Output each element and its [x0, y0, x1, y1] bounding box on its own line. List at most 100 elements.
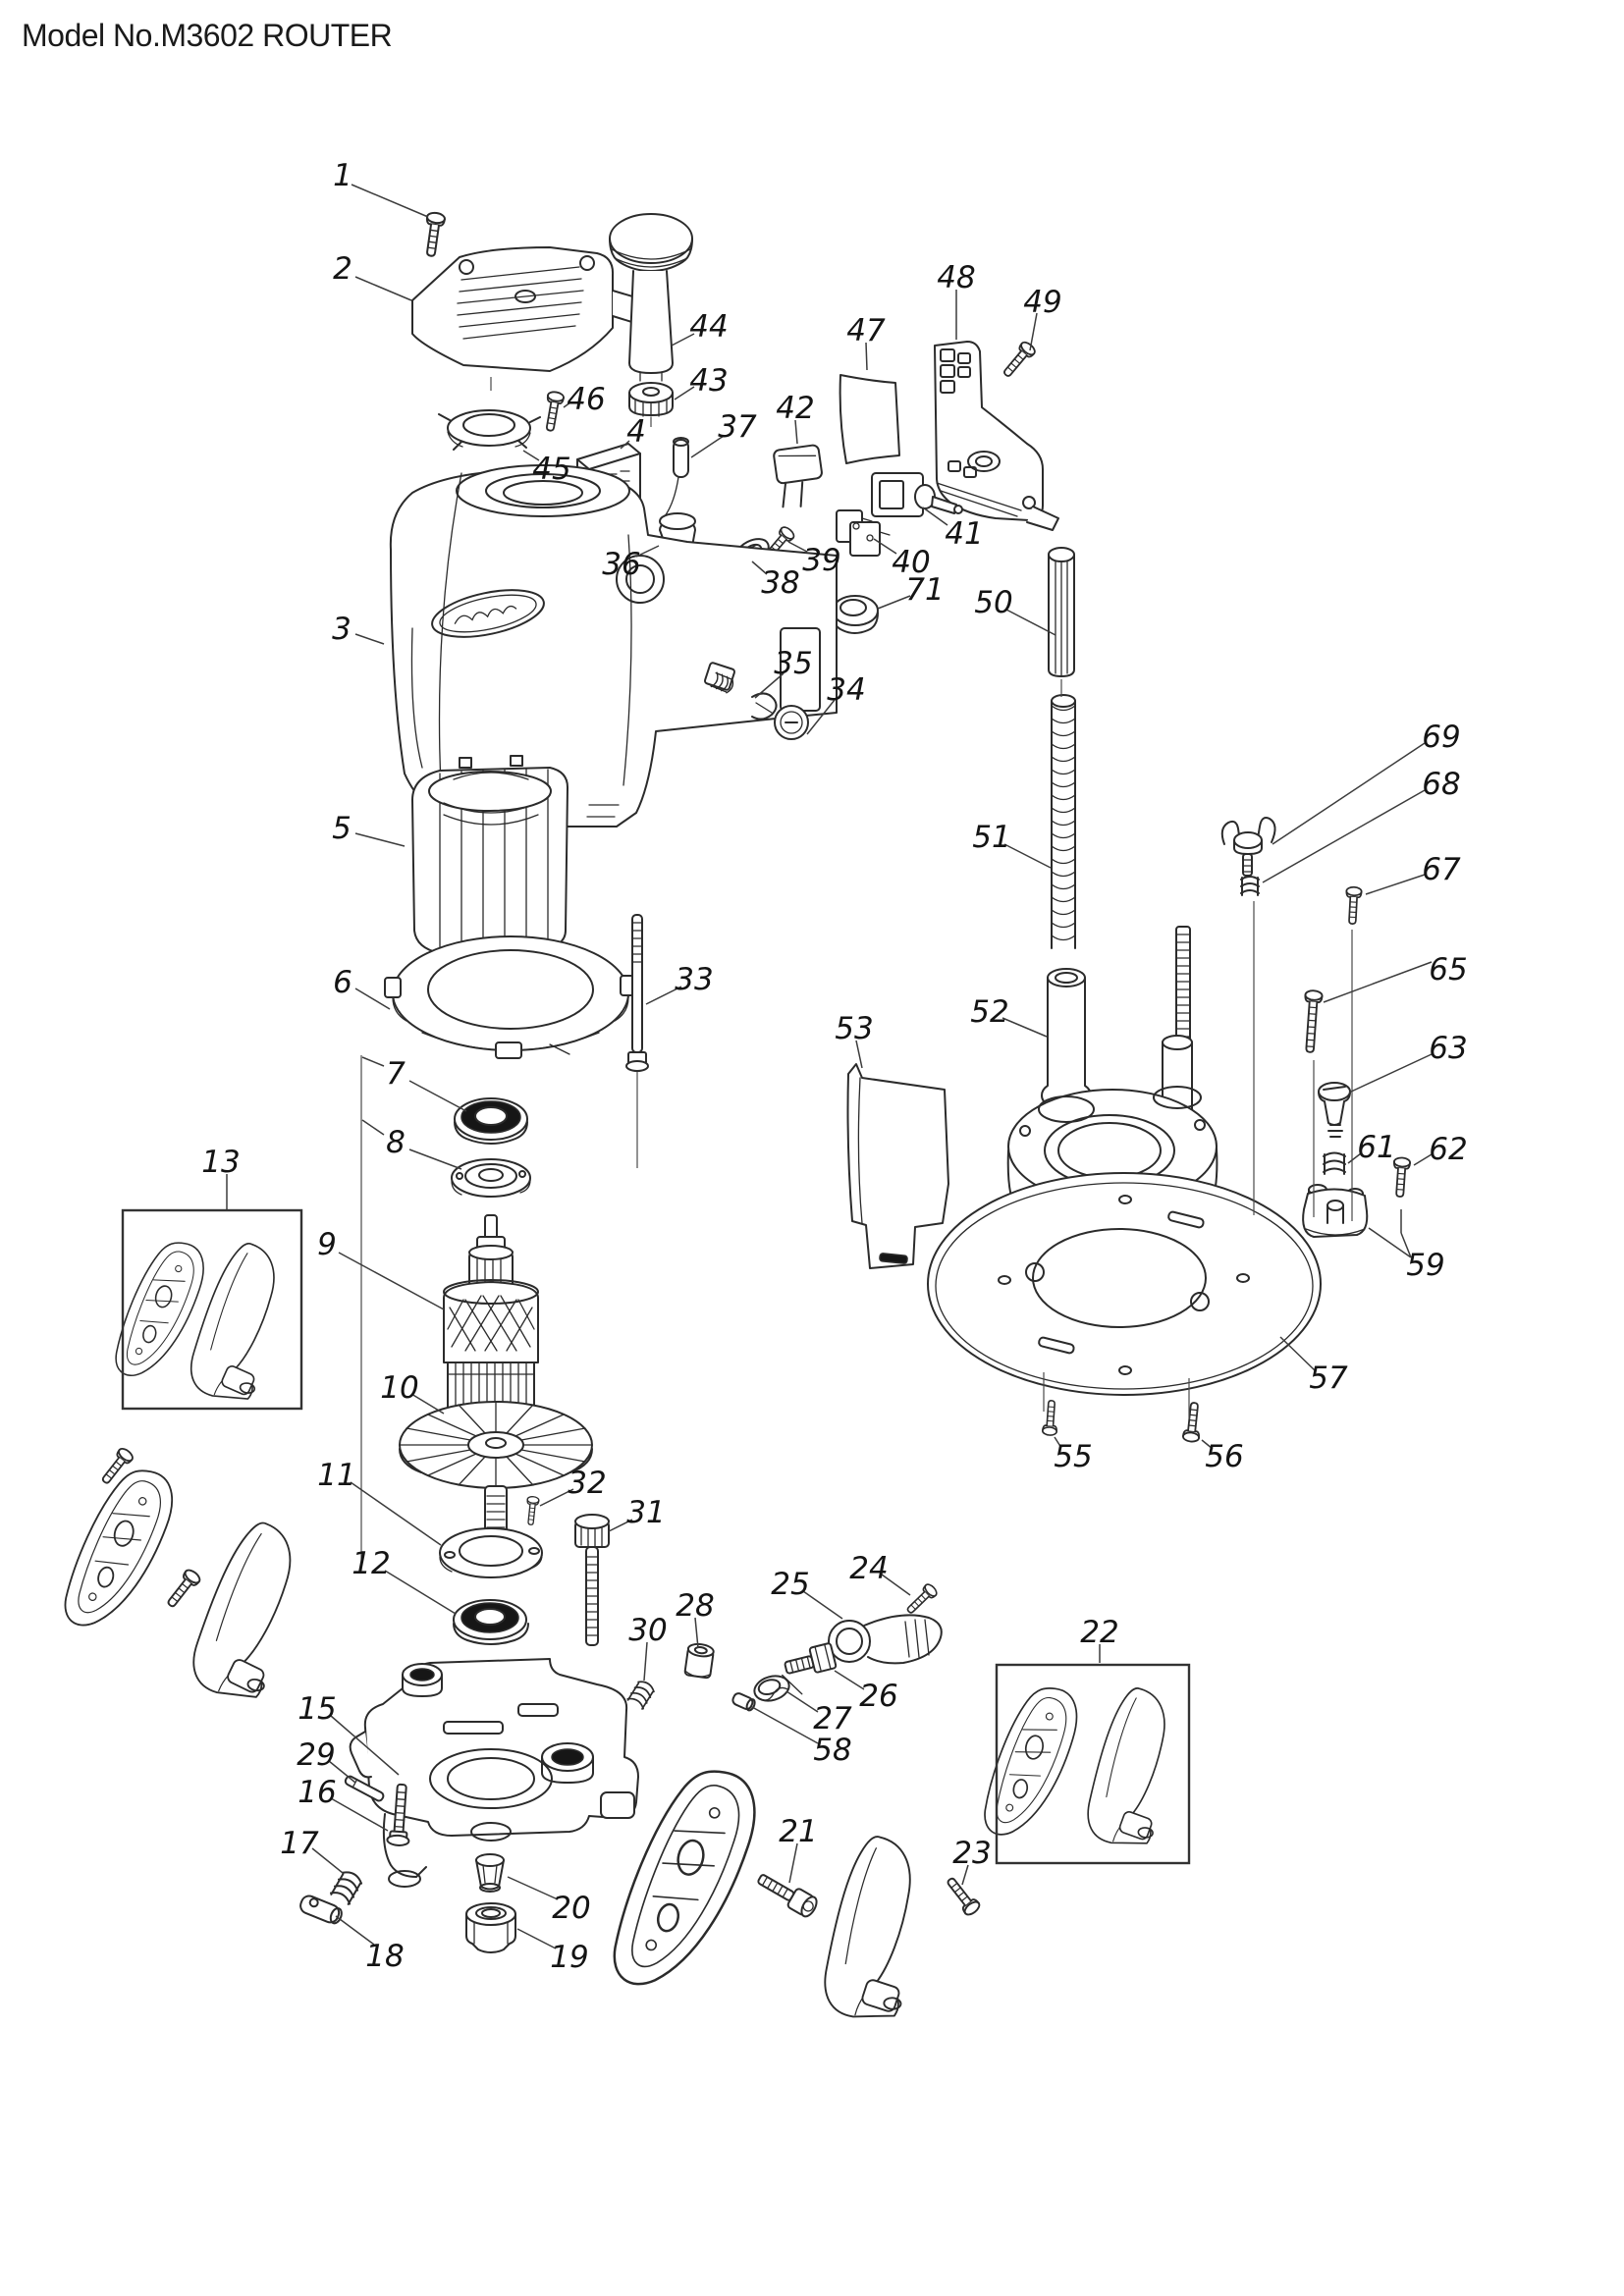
part-52-tube [1041, 968, 1092, 1108]
part-number-28: 28 [676, 1588, 714, 1624]
part-number-32: 32 [568, 1466, 606, 1501]
leader-line-4 [620, 440, 630, 450]
part-48-handle-housing [934, 341, 1059, 531]
leader-line-37 [690, 435, 725, 458]
leader-line-34 [806, 699, 836, 735]
part-17-spring [329, 1867, 365, 1906]
leader-line-27 [785, 1690, 819, 1713]
part-number-47: 47 [846, 313, 886, 348]
part-19-collet-nut [465, 1902, 516, 1953]
leader-line-49 [1029, 312, 1038, 351]
leader-line-12 [384, 1570, 457, 1615]
leader-line-31 [608, 1519, 633, 1532]
part-number-12: 12 [352, 1546, 390, 1581]
leader-line-7 [408, 1080, 467, 1112]
leader-line-44 [671, 333, 695, 347]
part-31-thumb-bolt [574, 1514, 610, 1646]
part-59-guide-block [1302, 1184, 1369, 1238]
part-number-10: 10 [380, 1370, 418, 1406]
part-20-collet-cone [475, 1853, 505, 1893]
part-number-20: 20 [552, 1891, 590, 1926]
leader-line-53 [855, 1040, 863, 1069]
accessory-box-1 [995, 1663, 1191, 1865]
leader-line-9 [338, 1252, 445, 1310]
accessory-box-layer [121, 1208, 1191, 1865]
part-28-bushing [683, 1642, 715, 1680]
leader-line-26 [834, 1670, 865, 1690]
part-number-35: 35 [774, 646, 812, 681]
leader-line-45 [522, 450, 540, 461]
part-number-34: 34 [827, 672, 865, 708]
part-40-terminal-block [836, 509, 891, 557]
leader-line-5 [354, 832, 406, 847]
leader-line-23 [961, 1864, 969, 1886]
leader-line-6 [354, 988, 391, 1010]
leader-line-63 [1348, 1053, 1433, 1094]
part-number-59: 59 [1406, 1248, 1444, 1283]
bottom-handle-exploded [606, 1755, 914, 2021]
leader-line-43 [674, 386, 695, 400]
part-number-16: 16 [298, 1775, 336, 1810]
leader-line-7 [361, 1056, 385, 1067]
leader-line-16 [330, 1797, 389, 1832]
part-number-33: 33 [675, 962, 713, 997]
part-number-48: 48 [937, 260, 975, 295]
part-8-bearing-retainer [451, 1158, 531, 1198]
part-47-label [839, 374, 900, 464]
part-number-71: 71 [905, 572, 944, 608]
leader-line-38 [751, 561, 768, 575]
part-number-49: 49 [1023, 285, 1061, 320]
part-number-44: 44 [689, 309, 728, 345]
leader-line-10 [410, 1393, 445, 1415]
part-number-22: 22 [1080, 1615, 1118, 1650]
part-number-18: 18 [365, 1939, 404, 1974]
part-number-24: 24 [849, 1551, 888, 1586]
part-number-23: 23 [952, 1836, 991, 1871]
leader-line-40 [873, 538, 897, 555]
part-11-ring-plate [439, 1527, 543, 1578]
part-number-42: 42 [776, 391, 814, 426]
part-number-39: 39 [802, 543, 840, 578]
part-50-rod [1048, 547, 1075, 677]
part-number-58: 58 [813, 1733, 851, 1768]
leader-line-57 [1279, 1336, 1316, 1371]
part-number-6: 6 [333, 965, 352, 1000]
parts-drawing-layer [58, 210, 1412, 2021]
part-46-screw [541, 390, 566, 433]
part-33-long-bolt [625, 914, 649, 1072]
leader-line-36 [635, 545, 660, 558]
leader-line-28 [694, 1617, 699, 1649]
part-number-41: 41 [945, 516, 983, 552]
leader-line-67 [1365, 874, 1426, 895]
leader-line-32 [539, 1488, 574, 1507]
leader-line-58 [751, 1706, 819, 1744]
part-45-lock-ring [438, 409, 541, 451]
part-30-spring [625, 1678, 657, 1711]
part-number-43: 43 [689, 363, 728, 399]
part-61-spring [1323, 1151, 1346, 1175]
part-number-15: 15 [298, 1691, 336, 1727]
part-number-45: 45 [532, 452, 570, 487]
leader-line-35 [754, 672, 785, 699]
leader-line-30 [643, 1641, 648, 1682]
part-7-bearing [454, 1097, 528, 1145]
part-32-screw [523, 1495, 540, 1526]
part-71-ring [832, 595, 879, 634]
part-15-base-housing [349, 1658, 639, 1888]
part-number-40: 40 [892, 545, 930, 580]
leader-line-50 [1005, 609, 1056, 636]
leader-line-18 [335, 1915, 375, 1946]
part-number-36: 36 [602, 547, 640, 582]
part-12-bearing [453, 1599, 529, 1645]
part-27-wave-washer [753, 1674, 803, 1702]
leader-line-8 [361, 1119, 385, 1136]
part-number-57: 57 [1309, 1361, 1348, 1396]
leader-line-39 [787, 541, 808, 553]
part-22-handle-set [979, 1679, 1169, 1848]
part-51-spring [1051, 694, 1076, 949]
leader-line-65 [1323, 961, 1433, 1003]
leader-line-3 [354, 633, 385, 645]
part-21-bolt [757, 1874, 818, 1918]
leader-line-42 [794, 419, 798, 445]
